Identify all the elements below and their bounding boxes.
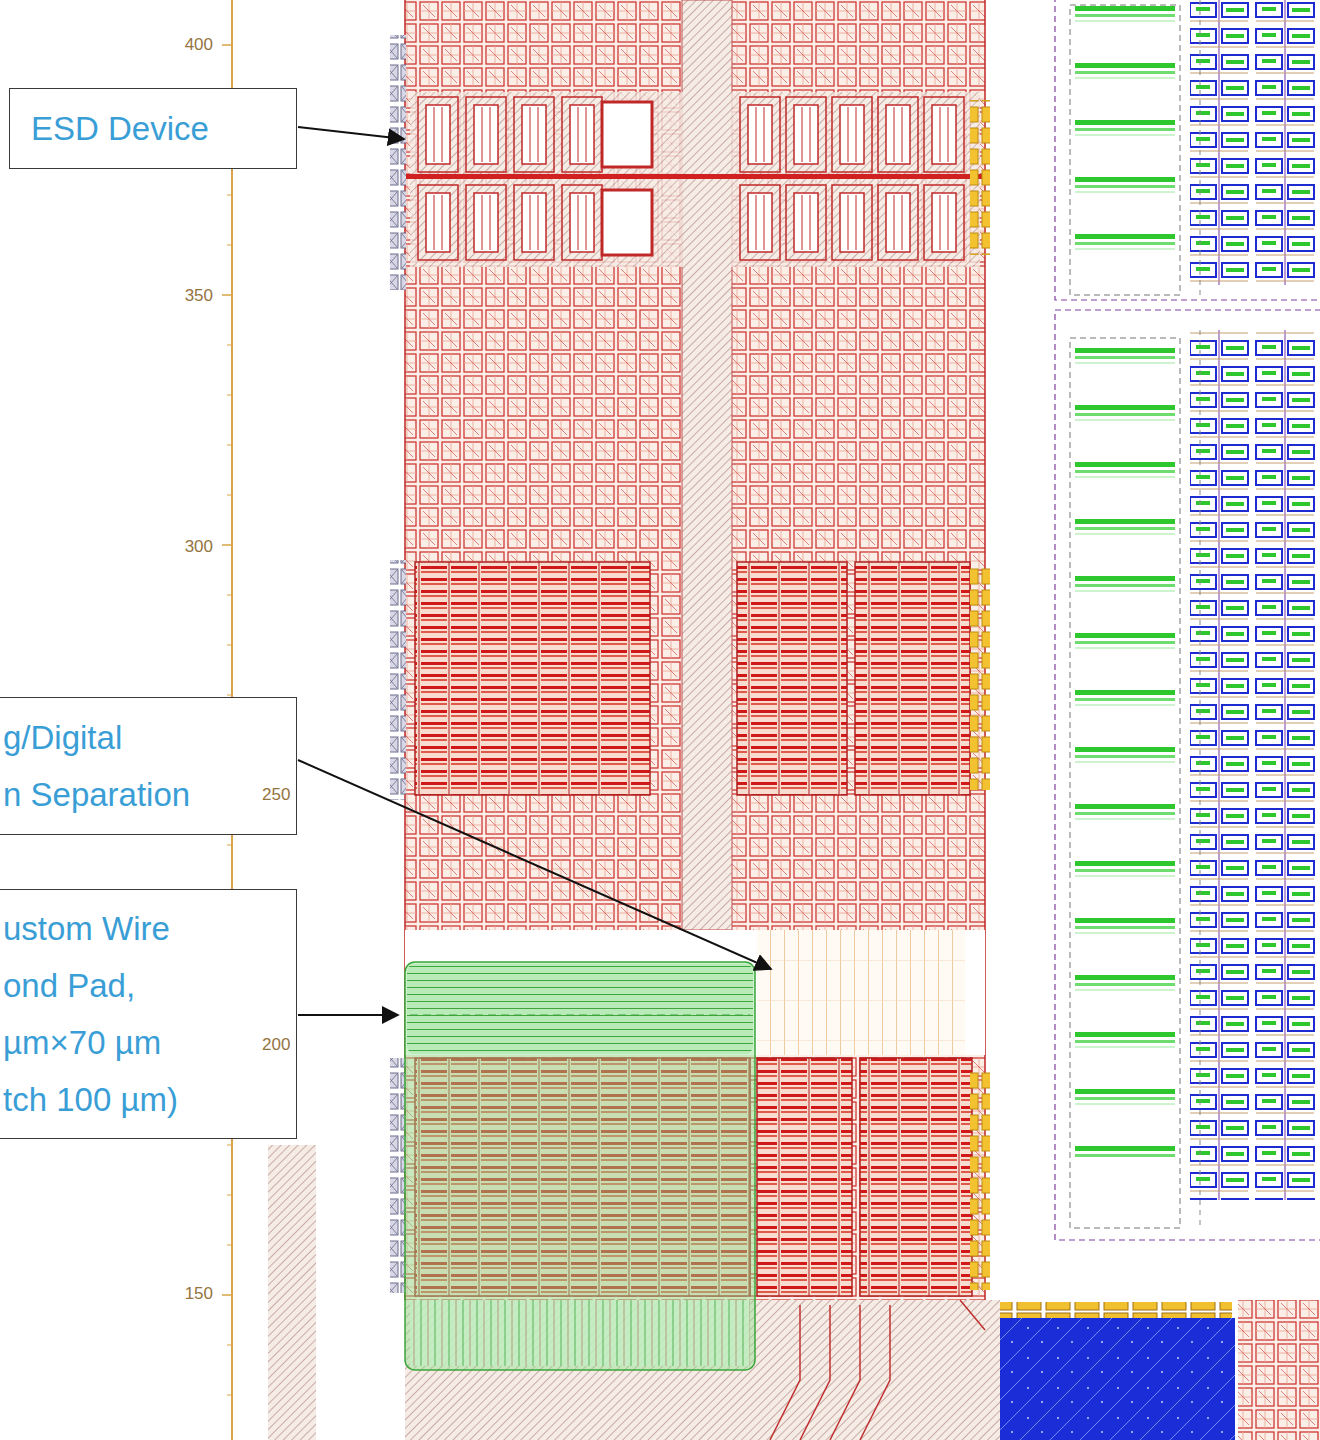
axis-label: 350 xyxy=(185,286,213,306)
io-blocks-part xyxy=(737,562,847,795)
esd-device-part xyxy=(924,185,964,260)
esd-device-part xyxy=(786,97,826,172)
axis-label: 250 xyxy=(262,785,290,805)
digital-core-part xyxy=(1075,340,1175,1160)
bond-pad xyxy=(405,962,755,1370)
callout-text: ustom Wire ond Pad, µm×70 µm tch 100 µm) xyxy=(3,900,286,1128)
esd-device xyxy=(405,92,985,267)
esd-device-part xyxy=(602,102,652,167)
pin-markers-part xyxy=(970,100,990,255)
digital-core-part xyxy=(1055,0,1320,300)
esd-device-part xyxy=(562,185,602,260)
esd-device-part xyxy=(602,190,652,255)
io-blocks-part xyxy=(405,930,985,1055)
esd-device-part xyxy=(466,185,506,260)
esd-device-part xyxy=(786,185,826,260)
leader-lines-part xyxy=(298,1014,398,1016)
pin-markers-part xyxy=(970,1068,990,1290)
esd-device-part xyxy=(418,97,458,172)
esd-device-part xyxy=(514,97,554,172)
pin-markers-part xyxy=(390,560,406,800)
digital-core-part xyxy=(1190,330,1320,1200)
digital-core-part xyxy=(1238,1300,1320,1440)
axis-label: 150 xyxy=(185,1284,213,1304)
esd-device-part xyxy=(514,185,554,260)
leader-lines xyxy=(298,127,771,1015)
bond-pad-part xyxy=(410,1014,750,1015)
callout-box: ustom Wire ond Pad, µm×70 µm tch 100 µm) xyxy=(0,889,297,1139)
esd-device-part xyxy=(740,185,780,260)
axis-label: 200 xyxy=(262,1035,290,1055)
esd-device-part xyxy=(832,97,872,172)
digital-core-part xyxy=(1075,0,1175,270)
io-blocks-part xyxy=(757,1058,852,1296)
bottom-routing-part xyxy=(770,1300,985,1440)
digital-core-part xyxy=(1000,1302,1232,1318)
io-blocks-part xyxy=(860,1058,972,1296)
callout-text: g/Digital n Separation xyxy=(3,709,286,823)
io-blocks-part xyxy=(855,562,970,795)
digital-core-part xyxy=(1000,1318,1235,1440)
esd-device-part xyxy=(466,97,506,172)
digital-core-part xyxy=(1055,310,1320,1240)
axis-label: 300 xyxy=(185,537,213,557)
esd-device-part xyxy=(924,97,964,172)
esd-device-part xyxy=(418,185,458,260)
esd-device-part xyxy=(878,185,918,260)
digital-core-part xyxy=(1190,0,1320,285)
esd-device-part xyxy=(832,185,872,260)
esd-device-part xyxy=(878,97,918,172)
leader-lines-part xyxy=(298,127,404,139)
axis-label: 400 xyxy=(185,35,213,55)
pin-markers-part xyxy=(970,568,990,790)
digital-core-part xyxy=(1070,338,1180,1228)
esd-device-part xyxy=(740,97,780,172)
io-blocks-part xyxy=(415,562,650,795)
bond-pad-part xyxy=(407,964,753,1054)
digital-core-part xyxy=(1200,0,1201,1230)
io-blocks-part xyxy=(757,930,965,1055)
esd-device-part xyxy=(405,174,985,179)
esd-device-part xyxy=(562,97,602,172)
digital-core xyxy=(1000,0,1320,1440)
bond-pad-part xyxy=(405,962,755,1370)
bond-pad-part xyxy=(410,1300,750,1366)
pad-ring-part xyxy=(405,0,985,930)
esd-device-part xyxy=(410,92,980,267)
leader-lines-part xyxy=(298,760,771,969)
digital-core-part xyxy=(1070,5,1180,295)
pin-markers-part xyxy=(390,1058,406,1293)
bottom-routing-part xyxy=(268,1145,316,1440)
callout-box: ESD Device xyxy=(9,88,297,169)
callout-box: g/Digital n Separation xyxy=(0,697,297,835)
pin-markers-part xyxy=(390,35,406,290)
callout-text: ESD Device xyxy=(31,100,286,157)
